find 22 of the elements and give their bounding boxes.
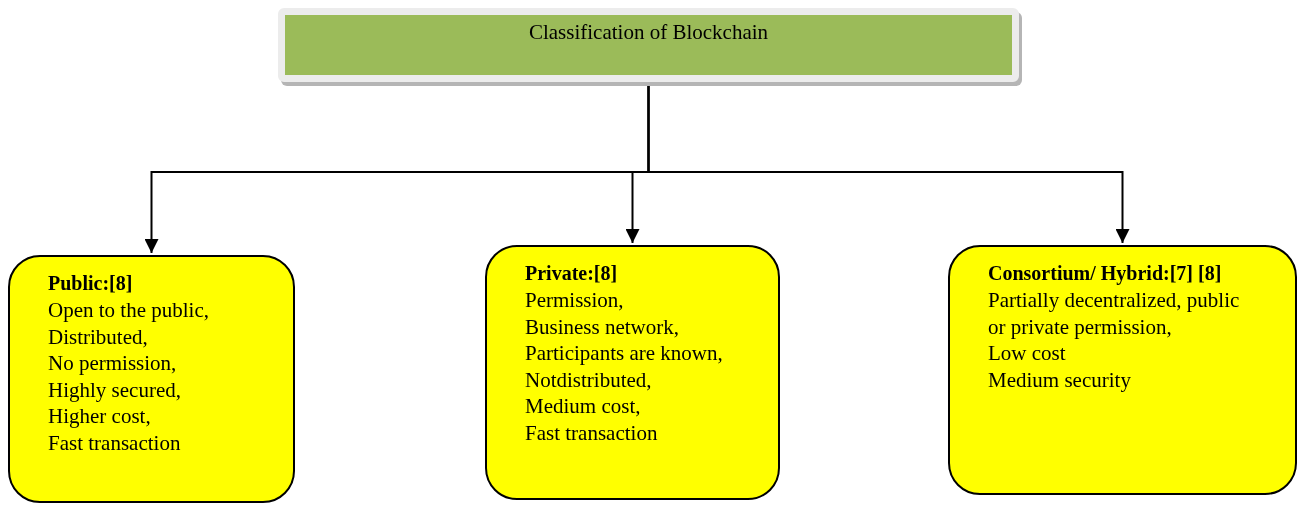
category-heading: Public:[8] [48,271,134,295]
category-box [485,245,780,500]
property-text: Open to the public, [48,297,210,324]
property-text: Medium security [988,366,1132,393]
property-text: Business network, [525,313,680,340]
property-text: Participants are known, [525,340,724,367]
property-text: Low cost [988,340,1067,367]
property-text: Highly secured, [48,376,182,403]
property-text: No permission, [48,350,178,377]
property-text: Medium cost, [525,393,642,420]
property-text: Partially decentralized, public or private permission, [988,287,1241,340]
property-text: Distributed, [48,323,149,350]
property-text: Fast transaction [525,419,659,446]
category-heading: Private:[8] [525,261,619,285]
property-text: Notdistributed, [525,366,653,393]
category-box [948,245,1297,495]
property-text: Permission, [525,287,625,314]
category-box [8,255,295,503]
category-heading: Consortium/ Hybrid:[7] [8] [988,261,1223,285]
property-text: Fast transaction [48,429,182,456]
property-text: Higher cost, [48,403,152,430]
title-text: Classification of Blockchain [528,19,769,47]
